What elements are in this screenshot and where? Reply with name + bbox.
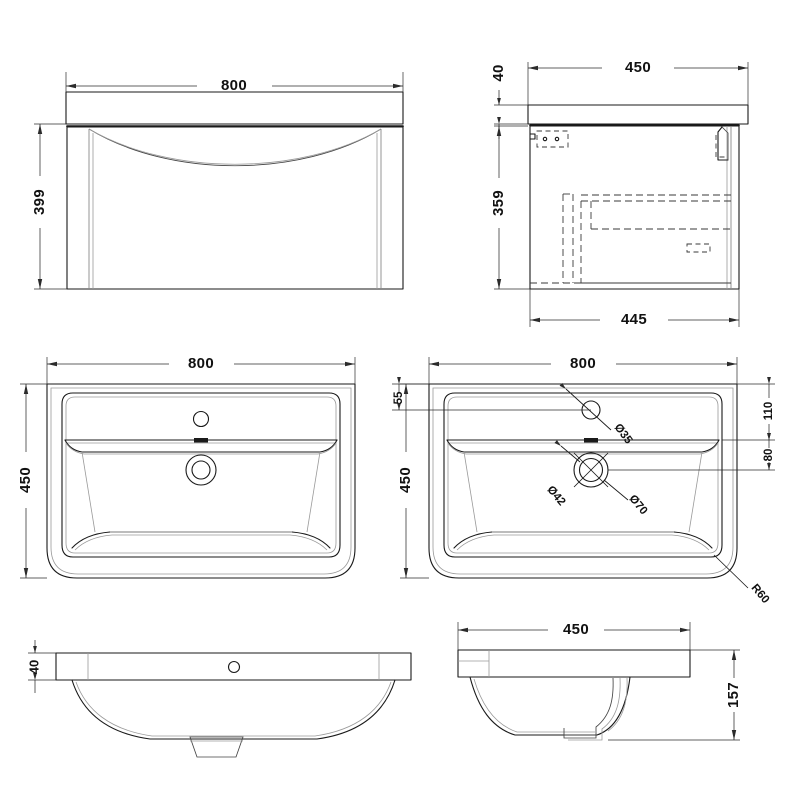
view-side-elevation-cabinet: 40 450 359 445	[490, 59, 749, 328]
cabinet-body	[66, 126, 404, 290]
bowl2-left-taper	[463, 451, 478, 533]
basin-shelf-drop	[64, 439, 338, 453]
waste-outer-circle	[185, 454, 217, 486]
dim-label-body-depth: 445	[621, 311, 647, 328]
drawer-front-curve	[88, 128, 382, 167]
overflow-slot	[194, 438, 208, 443]
view-front-elevation-cabinet: 800 399	[31, 72, 404, 290]
basin2-shelf-drop-2	[447, 442, 719, 455]
basin-side-waste-fin-2	[568, 677, 621, 741]
basin-side-underside	[469, 676, 631, 736]
dim-label-body-height: 359	[490, 190, 507, 216]
basin2-shelf-drop	[446, 439, 720, 453]
bowl2-bottom-edge	[453, 531, 713, 549]
dim-label-rim-to-taphole: 55	[393, 391, 405, 404]
basin2-bowl-rim-inner	[447, 396, 719, 554]
basin2-outer-outline	[428, 383, 738, 579]
basin-outer-outline-inner	[50, 387, 352, 575]
side-cabinet-body	[529, 125, 740, 290]
basin-side-waste-fin-3	[607, 677, 628, 732]
dim-label-plan-width: 800	[188, 355, 214, 372]
waste-inner-circle	[191, 460, 211, 480]
waste-inner-circle-2	[578, 457, 604, 483]
basin-underside-profile	[71, 679, 396, 740]
dim-label-basin-side-height: 157	[725, 682, 742, 708]
cabinet-worktop	[65, 91, 404, 125]
basin-side-underside-2	[473, 678, 595, 733]
basin-underside-profile-2	[75, 681, 392, 737]
basin-side-waste-fin	[563, 677, 614, 739]
view-front-elevation-basin: 40	[26, 640, 412, 758]
wall-bracket-detail	[529, 130, 569, 148]
overflow-slot-2	[584, 438, 598, 443]
bowl-bottom-edge-2	[74, 534, 328, 551]
hinge-dashed	[715, 135, 726, 158]
hinge-body	[721, 126, 729, 160]
waste-leader-42	[554, 440, 581, 463]
radius-leader	[713, 554, 749, 589]
basin-front-tap-hole	[227, 660, 241, 674]
bowl2-bottom-edge-2	[456, 534, 710, 551]
waste-leader-70	[603, 479, 629, 501]
dim-label-plan2-depth: 450	[397, 467, 414, 493]
basin-front-rim	[55, 652, 412, 681]
tap-hole	[192, 410, 210, 428]
hinge-arm	[717, 126, 729, 161]
view-side-elevation-basin: 450 157	[457, 621, 742, 741]
view-plan-basin-right: Ø35 Ø42 Ø70 R60 800 450 55	[392, 355, 775, 606]
basin-bowl-rim-inner	[65, 396, 337, 554]
dim-label-basin-side-depth: 450	[563, 621, 589, 638]
waste-cross-b	[573, 452, 609, 488]
drawer-front-curve-inner	[88, 128, 382, 165]
bowl-right-taper	[306, 451, 321, 533]
dim-label-rim-thickness: 40	[26, 660, 41, 674]
dim-label-side-depth: 450	[625, 59, 651, 76]
bowl-bottom-edge	[71, 531, 331, 549]
basin-shelf-drop-2	[65, 442, 337, 455]
dim-label-edge-to-waste: 110	[763, 402, 775, 421]
dim-label-waste-offset: 80	[763, 449, 775, 462]
bracket-screw-1	[542, 136, 548, 142]
basin-bowl-rim	[61, 392, 341, 558]
side-worktop	[527, 104, 749, 125]
side-hinge-detail	[715, 126, 729, 161]
internal-drawer-detail	[530, 193, 731, 284]
callout-label-waste-outer: Ø70	[626, 493, 649, 517]
view-plan-basin-left: 800 450	[17, 355, 356, 579]
dim-label-cabinet-height: 399	[31, 189, 48, 215]
bowl-left-taper	[81, 451, 96, 533]
basin2-bowl-rim	[443, 392, 723, 558]
callout-label-waste-inner: Ø42	[544, 484, 567, 508]
dim-label-plan2-width: 800	[570, 355, 596, 372]
basin-outer-outline	[46, 383, 356, 579]
bracket-screw-2	[554, 136, 560, 142]
callout-label-corner-radius: R60	[749, 582, 772, 606]
dim-label-plan-depth: 450	[17, 467, 34, 493]
basin-side-rim	[457, 649, 691, 678]
bracket-outline	[536, 130, 569, 148]
bracket-hook	[529, 133, 536, 140]
drawer-latch	[686, 243, 711, 253]
bowl2-right-taper	[688, 451, 703, 533]
dim-label-cabinet-width: 800	[221, 77, 247, 94]
dim-label-worktop-thickness: 40	[490, 64, 507, 81]
basin-waste-boss	[189, 736, 244, 758]
basin2-outer-outline-inner	[432, 387, 734, 575]
tap-hole-leader	[559, 382, 612, 431]
